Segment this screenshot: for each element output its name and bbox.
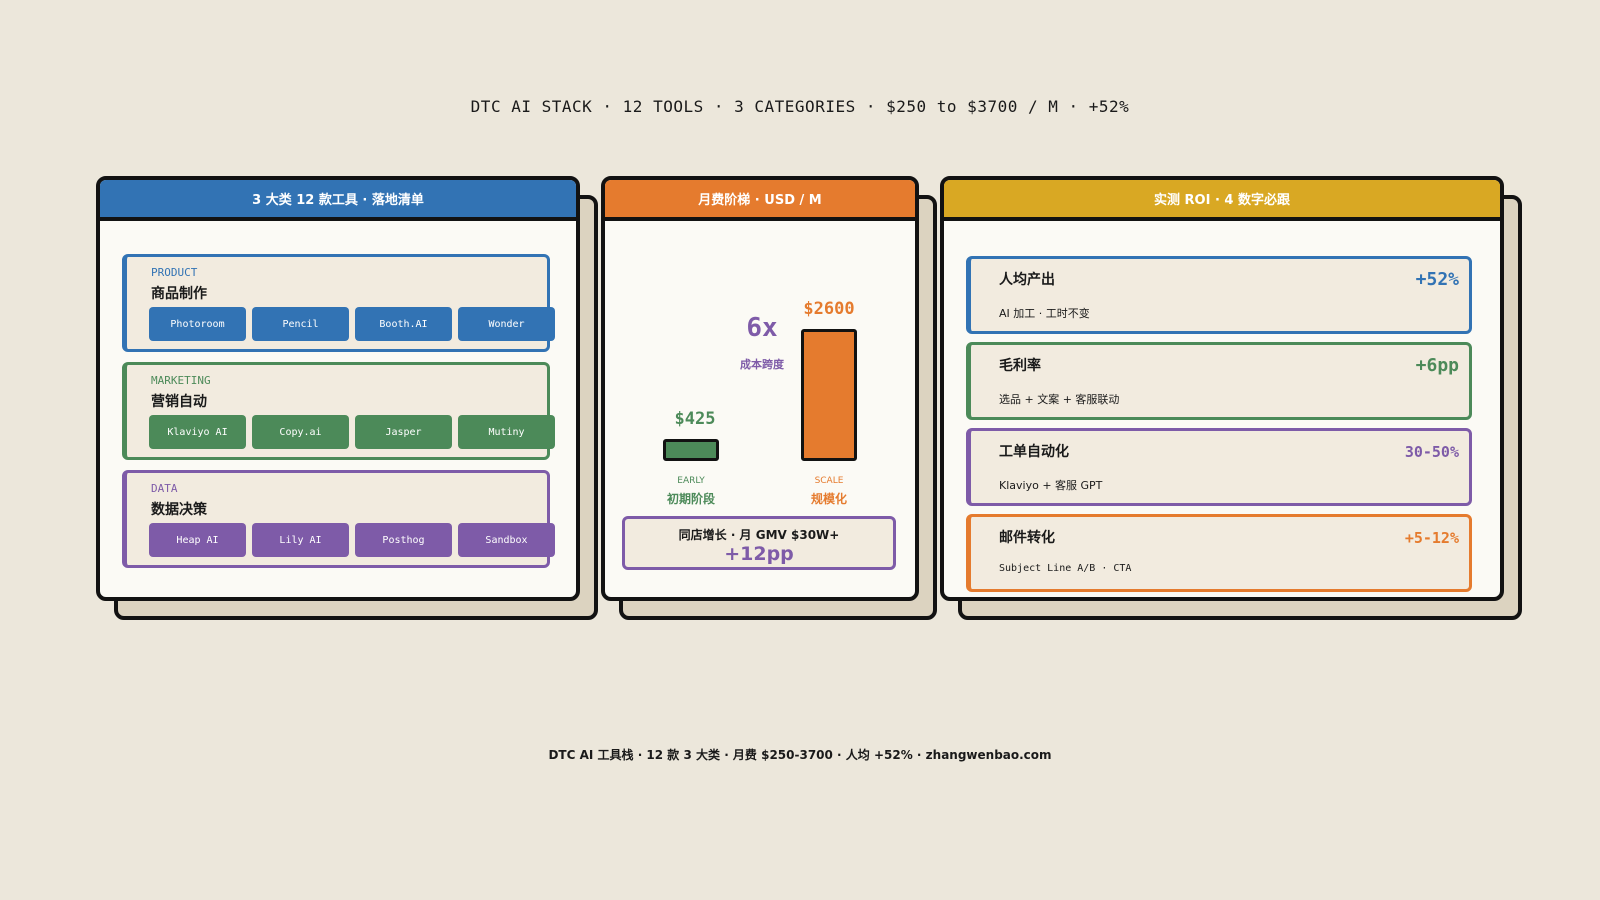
growth-box: 同店增长 · 月 GMV $30W+ +12pp	[622, 516, 896, 570]
growth-label: 同店增长 · 月 GMV $30W+	[678, 528, 840, 542]
roi-item-value: +5-12%	[1404, 529, 1459, 547]
roi-card: 实测 ROI · 4 数字必跟 人均产出 AI 加工 · 工时不变 +52% 毛…	[940, 176, 1522, 620]
growth-value: +12pp	[724, 543, 794, 565]
tool-chip: Sandbox	[458, 523, 555, 557]
tool-chip: Pencil	[252, 307, 349, 341]
pricing-card-header: 月费阶梯 · USD / M	[605, 180, 915, 221]
roi-card-header: 实测 ROI · 4 数字必跟	[944, 180, 1500, 221]
stack-card-header: 3 大类 12 款工具 · 落地清单	[100, 180, 576, 221]
roi-card-body: 实测 ROI · 4 数字必跟 人均产出 AI 加工 · 工时不变 +52% 毛…	[940, 176, 1504, 601]
category-label-scale: 规模化	[810, 492, 847, 506]
category-code: DATA	[151, 482, 178, 495]
pricing-card: 月费阶梯 · USD / M 6x 成本跨度 $425 EARLY 初期阶段 $…	[601, 176, 937, 620]
tool-chip: Lily AI	[252, 523, 349, 557]
tool-chip: Posthog	[355, 523, 452, 557]
cost-multiplier: 6x	[746, 313, 778, 343]
category-label-early: 初期阶段	[666, 492, 715, 506]
roi-item-value: +6pp	[1415, 355, 1459, 376]
tool-chip: Wonder	[458, 307, 555, 341]
tool-chip: Copy.ai	[252, 415, 349, 449]
tool-chip: Jasper	[355, 415, 452, 449]
roi-item-title: 人均产出	[999, 272, 1055, 288]
tool-chip: Photoroom	[149, 307, 246, 341]
pricing-card-body: 月费阶梯 · USD / M 6x 成本跨度 $425 EARLY 初期阶段 $…	[601, 176, 919, 601]
roi-item: 工单自动化 Klaviyo + 客服 GPT 30-50%	[966, 428, 1472, 506]
category-marketing: MARKETING 营销自动 Klaviyo AI Copy.ai Jasper…	[122, 362, 555, 460]
category-code: MARKETING	[151, 374, 211, 387]
roi-item: 人均产出 AI 加工 · 工时不变 +52%	[966, 256, 1472, 334]
roi-item-value: +52%	[1415, 269, 1459, 290]
tool-chip: Booth.AI	[355, 307, 452, 341]
category-name: 数据决策	[151, 502, 207, 518]
roi-item-sub: Klaviyo + 客服 GPT	[999, 479, 1103, 492]
tool-chip: Heap AI	[149, 523, 246, 557]
page-title: DTC AI STACK · 12 TOOLS · 3 CATEGORIES ·…	[470, 97, 1130, 116]
roi-item: 毛利率 选品 + 文案 + 客服联动 +6pp	[966, 342, 1472, 420]
roi-item-sub: Subject Line A/B · CTA	[999, 563, 1132, 574]
roi-item-title: 工单自动化	[999, 444, 1069, 460]
category-name: 商品制作	[151, 286, 207, 302]
stack-card: 3 大类 12 款工具 · 落地清单 PRODUCT 商品制作 Photoroo…	[96, 176, 598, 620]
roi-item: 邮件转化 Subject Line A/B · CTA +5-12%	[966, 514, 1472, 592]
category-code: PRODUCT	[151, 266, 198, 279]
stack-card-body: 3 大类 12 款工具 · 落地清单 PRODUCT 商品制作 Photoroo…	[96, 176, 580, 601]
category-data: DATA 数据决策 Heap AI Lily AI Posthog Sandbo…	[122, 470, 555, 568]
roi-item-value: 30-50%	[1404, 443, 1459, 461]
roi-item-sub: AI 加工 · 工时不变	[999, 307, 1090, 320]
bar-value-label-scale: $2600	[803, 299, 855, 319]
bar-scale	[801, 329, 857, 461]
bar-value-label-early: $425	[674, 409, 716, 429]
roi-item-title: 邮件转化	[999, 530, 1055, 546]
category-product: PRODUCT 商品制作 Photoroom Pencil Booth.AI W…	[122, 254, 555, 352]
tool-chip: Klaviyo AI	[149, 415, 246, 449]
footer-text: DTC AI 工具栈 · 12 款 3 大类 · 月费 $250-3700 · …	[548, 748, 1052, 762]
tick-label-scale: SCALE	[814, 476, 844, 486]
roi-item-title: 毛利率	[999, 358, 1041, 374]
bar-early	[663, 439, 719, 461]
cost-multiplier-label: 成本跨度	[740, 358, 784, 371]
roi-item-sub: 选品 + 文案 + 客服联动	[999, 393, 1120, 406]
category-name: 营销自动	[151, 394, 207, 410]
tick-label-early: EARLY	[677, 476, 705, 486]
tool-chip: Mutiny	[458, 415, 555, 449]
